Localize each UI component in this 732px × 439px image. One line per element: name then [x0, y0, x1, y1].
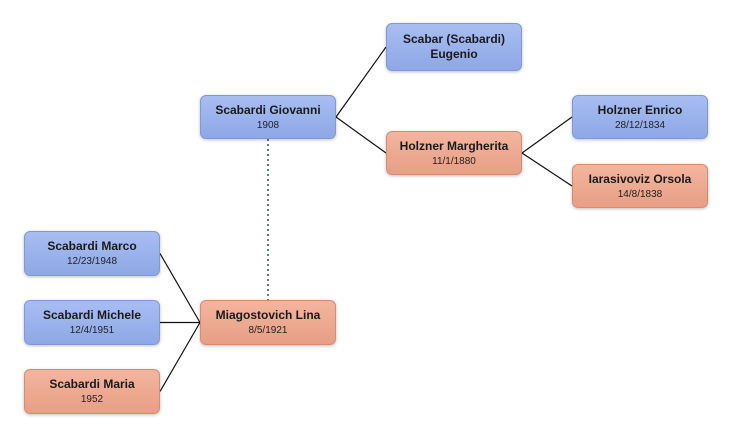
person-card-holzner-enrico[interactable]: Holzner Enrico 28/12/1834: [572, 95, 708, 139]
person-name: Scabardi Marco: [47, 239, 137, 253]
parent-connector: [521, 116, 573, 154]
person-date: 11/1/1880: [432, 155, 476, 167]
person-card-miagostovich-lina[interactable]: Miagostovich Lina 8/5/1921: [200, 300, 336, 345]
person-name: Scabardi Maria: [49, 377, 135, 391]
person-date: 12/4/1951: [69, 325, 115, 336]
person-card-holzner-margherita[interactable]: Holzner Margherita 11/1/1880: [386, 131, 522, 175]
person-card-scabardi-marco[interactable]: Scabardi Marco 12/23/1948: [24, 231, 160, 276]
person-card-iarasivoviz-orsola[interactable]: Iarasivoviz Orsola 14/8/1838: [572, 164, 708, 208]
person-card-scabardi-michele[interactable]: Scabardi Michele 12/4/1951: [24, 300, 160, 345]
person-date: 14/8/1838: [617, 188, 663, 200]
person-date: 28/12/1834: [614, 119, 666, 131]
person-date: 1908: [256, 119, 280, 131]
person-card-scabardi-maria[interactable]: Scabardi Maria 1952: [24, 369, 160, 414]
person-date: 8/5/1921: [248, 325, 288, 336]
person-name: Holzner Enrico: [597, 102, 683, 117]
person-name: Scabar (Scabardi) Eugenio: [402, 32, 506, 61]
person-name: Scabardi Michele: [42, 308, 142, 322]
person-date: 1952: [80, 394, 104, 405]
parent-connector: [159, 322, 201, 392]
person-name: Iarasivoviz Orsola: [588, 171, 692, 186]
parent-connector: [521, 152, 573, 187]
parent-connector: [335, 116, 387, 154]
parent-connector: [335, 46, 387, 118]
person-card-scabar-eugenio[interactable]: Scabar (Scabardi) Eugenio: [386, 23, 522, 71]
person-name: Scabardi Giovanni: [215, 102, 321, 117]
person-card-scabardi-giovanni[interactable]: Scabardi Giovanni 1908: [200, 95, 336, 139]
person-name: Holzner Margherita: [399, 138, 509, 153]
person-name: Miagostovich Lina: [215, 308, 321, 322]
parent-connector: [159, 253, 201, 323]
person-date: 12/23/1948: [66, 256, 118, 267]
